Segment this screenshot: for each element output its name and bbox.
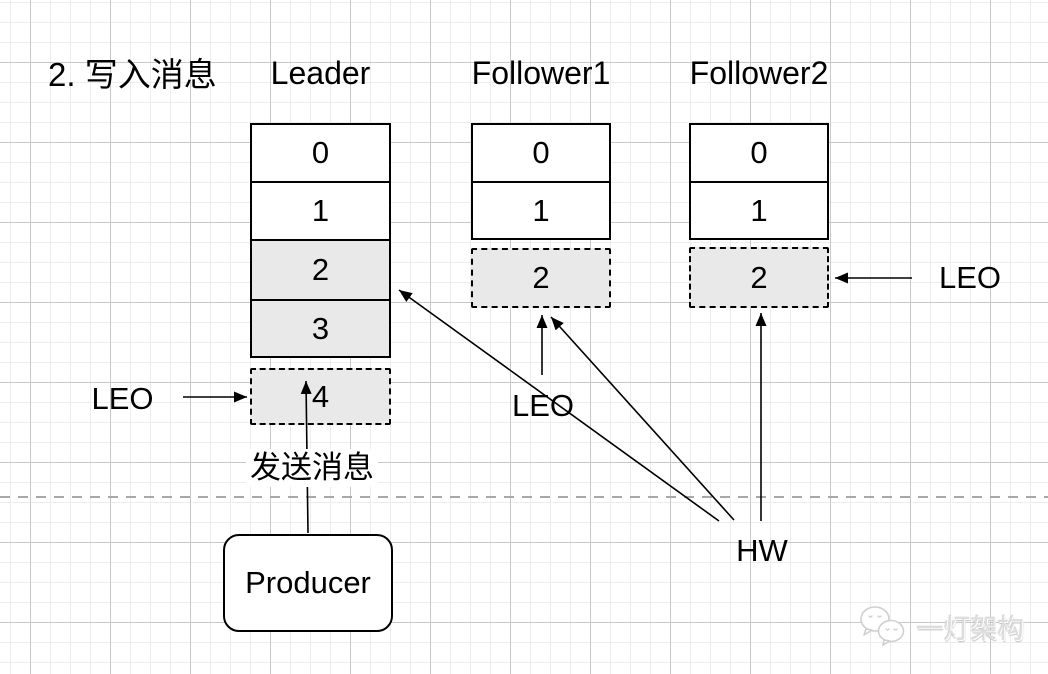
column-header-leader: Leader [270, 55, 371, 91]
follower2-cell-1: 1 [691, 181, 827, 238]
leo-label-follower2: LEO [938, 260, 1002, 295]
leader-cell-0: 0 [252, 125, 389, 181]
send-message-label: 发送消息 [246, 449, 378, 487]
leader-cell-1: 1 [252, 181, 389, 239]
leo-label-follower1: LEO [511, 388, 575, 423]
follower1-log-stack: 0 1 [471, 123, 611, 240]
follower2-log-stack: 0 1 [689, 123, 829, 240]
leader-cell-3: 3 [252, 299, 389, 356]
leader-pending-cell: 4 [250, 368, 391, 425]
leader-log-stack: 0 1 2 3 [250, 123, 391, 358]
leader-cell-2: 2 [252, 239, 389, 299]
watermark-text: 一灯架构 [916, 613, 1024, 644]
diagram-title: 2. 写入消息 [48, 56, 217, 93]
column-header-follower1: Follower1 [471, 55, 611, 91]
producer-box: Producer [223, 534, 393, 632]
follower1-cell-0: 0 [473, 125, 609, 181]
follower1-pending-cell: 2 [471, 248, 611, 308]
column-header-follower2: Follower2 [689, 55, 829, 91]
follower2-pending-cell: 2 [689, 247, 829, 308]
follower2-cell-0: 0 [691, 125, 827, 181]
hw-label: HW [736, 533, 788, 568]
follower1-cell-1: 1 [473, 181, 609, 238]
watermark: 一灯架构 [856, 604, 1024, 648]
wechat-chat-bubbles-icon [860, 606, 905, 646]
leo-label-leader: LEO [91, 381, 154, 416]
